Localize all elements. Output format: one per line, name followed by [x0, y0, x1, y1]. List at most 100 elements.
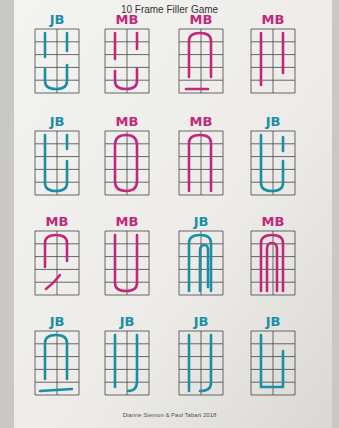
marker-stroke	[189, 33, 211, 77]
grid-line	[57, 331, 58, 395]
ten-frame: MB	[250, 214, 296, 297]
player-initials: MB	[104, 12, 150, 27]
frame-grid	[178, 231, 224, 295]
frame-grid	[34, 331, 80, 395]
player-initials: MB	[250, 12, 296, 27]
grid-line	[127, 331, 128, 395]
ten-frame: MB	[104, 114, 150, 197]
grid-line	[273, 29, 274, 93]
grid-line	[273, 331, 274, 395]
grid-line	[149, 331, 150, 395]
marker-stroke	[261, 335, 283, 387]
copyright-caption: Dianne Siemon & Paul Tabart 2018	[0, 412, 339, 418]
ten-frame: MB	[104, 214, 150, 297]
marker-stroke	[136, 33, 139, 49]
marker-stroke	[45, 235, 67, 267]
grid-line	[295, 29, 296, 93]
grid-line	[35, 131, 36, 195]
marker-stroke	[282, 33, 285, 73]
frame-grid	[104, 231, 150, 295]
marker-stroke	[66, 135, 69, 149]
ten-frame: JB	[34, 12, 80, 95]
grid-line	[35, 331, 36, 395]
grid-line	[201, 331, 202, 395]
ten-frame: JB	[178, 314, 224, 397]
player-initials: JB	[250, 114, 296, 129]
grid-line	[295, 231, 296, 295]
grid-line	[223, 331, 224, 395]
frame-grid	[34, 231, 80, 295]
player-initials: JB	[34, 314, 80, 329]
grid-line	[105, 29, 106, 93]
ten-frame: MB	[104, 12, 150, 95]
grid-line	[251, 231, 252, 295]
frame-grid	[250, 29, 296, 93]
marker-stroke	[66, 33, 69, 51]
frame-grid	[178, 131, 224, 195]
grid-line	[179, 331, 180, 395]
marker-stroke	[46, 275, 60, 289]
grid-line	[273, 131, 274, 195]
frame-grid	[178, 331, 224, 395]
marker-stroke	[186, 88, 208, 91]
frame-grid	[250, 131, 296, 195]
ten-frame: MB	[34, 214, 80, 297]
grid-line	[105, 231, 106, 295]
grid-line	[149, 29, 150, 93]
grid-line	[295, 131, 296, 195]
player-initials: JB	[34, 12, 80, 27]
grid-line	[149, 231, 150, 295]
grid-line	[79, 331, 80, 395]
marker-stroke	[115, 69, 137, 89]
grid-line	[149, 131, 150, 195]
grid-line	[35, 29, 36, 93]
frame-grid	[250, 331, 296, 395]
ten-frame: JB	[178, 214, 224, 297]
grid-line	[127, 29, 128, 93]
grid-line	[57, 231, 58, 295]
grid-line	[223, 231, 224, 295]
player-initials: MB	[178, 114, 224, 129]
player-initials: MB	[34, 214, 80, 229]
marker-stroke	[40, 389, 72, 391]
grid-line	[127, 231, 128, 295]
frame-grid	[34, 29, 80, 93]
marker-stroke	[45, 65, 67, 89]
grid-line	[57, 131, 58, 195]
ten-frame: JB	[34, 114, 80, 197]
ten-frame: MB	[178, 12, 224, 95]
grid-line	[223, 131, 224, 195]
grid-line	[105, 331, 106, 395]
grid-line	[105, 131, 106, 195]
player-initials: JB	[104, 314, 150, 329]
frame-grid	[250, 231, 296, 295]
grid-line	[201, 29, 202, 93]
player-initials: MB	[250, 214, 296, 229]
marker-stroke	[114, 335, 117, 387]
grid-line	[179, 231, 180, 295]
grid-line	[79, 131, 80, 195]
player-initials: JB	[250, 314, 296, 329]
ten-frame: JB	[250, 314, 296, 397]
grid-line	[223, 29, 224, 93]
marker-stroke	[189, 135, 211, 191]
grid-line	[273, 231, 274, 295]
player-initials: MB	[178, 12, 224, 27]
ten-frame: MB	[250, 12, 296, 95]
grid-line	[35, 231, 36, 295]
marker-stroke	[267, 243, 277, 291]
marker-stroke	[45, 335, 67, 379]
ten-frame: JB	[104, 314, 150, 397]
grid-line	[127, 131, 128, 195]
marker-stroke	[261, 235, 283, 291]
marker-stroke	[261, 135, 283, 191]
grid-line	[251, 331, 252, 395]
marker-stroke	[188, 335, 191, 391]
grid-line	[251, 29, 252, 93]
grid-line	[251, 131, 252, 195]
frame-grid	[104, 331, 150, 395]
player-initials: MB	[104, 114, 150, 129]
marker-stroke	[282, 137, 285, 151]
marker-stroke	[115, 135, 137, 191]
